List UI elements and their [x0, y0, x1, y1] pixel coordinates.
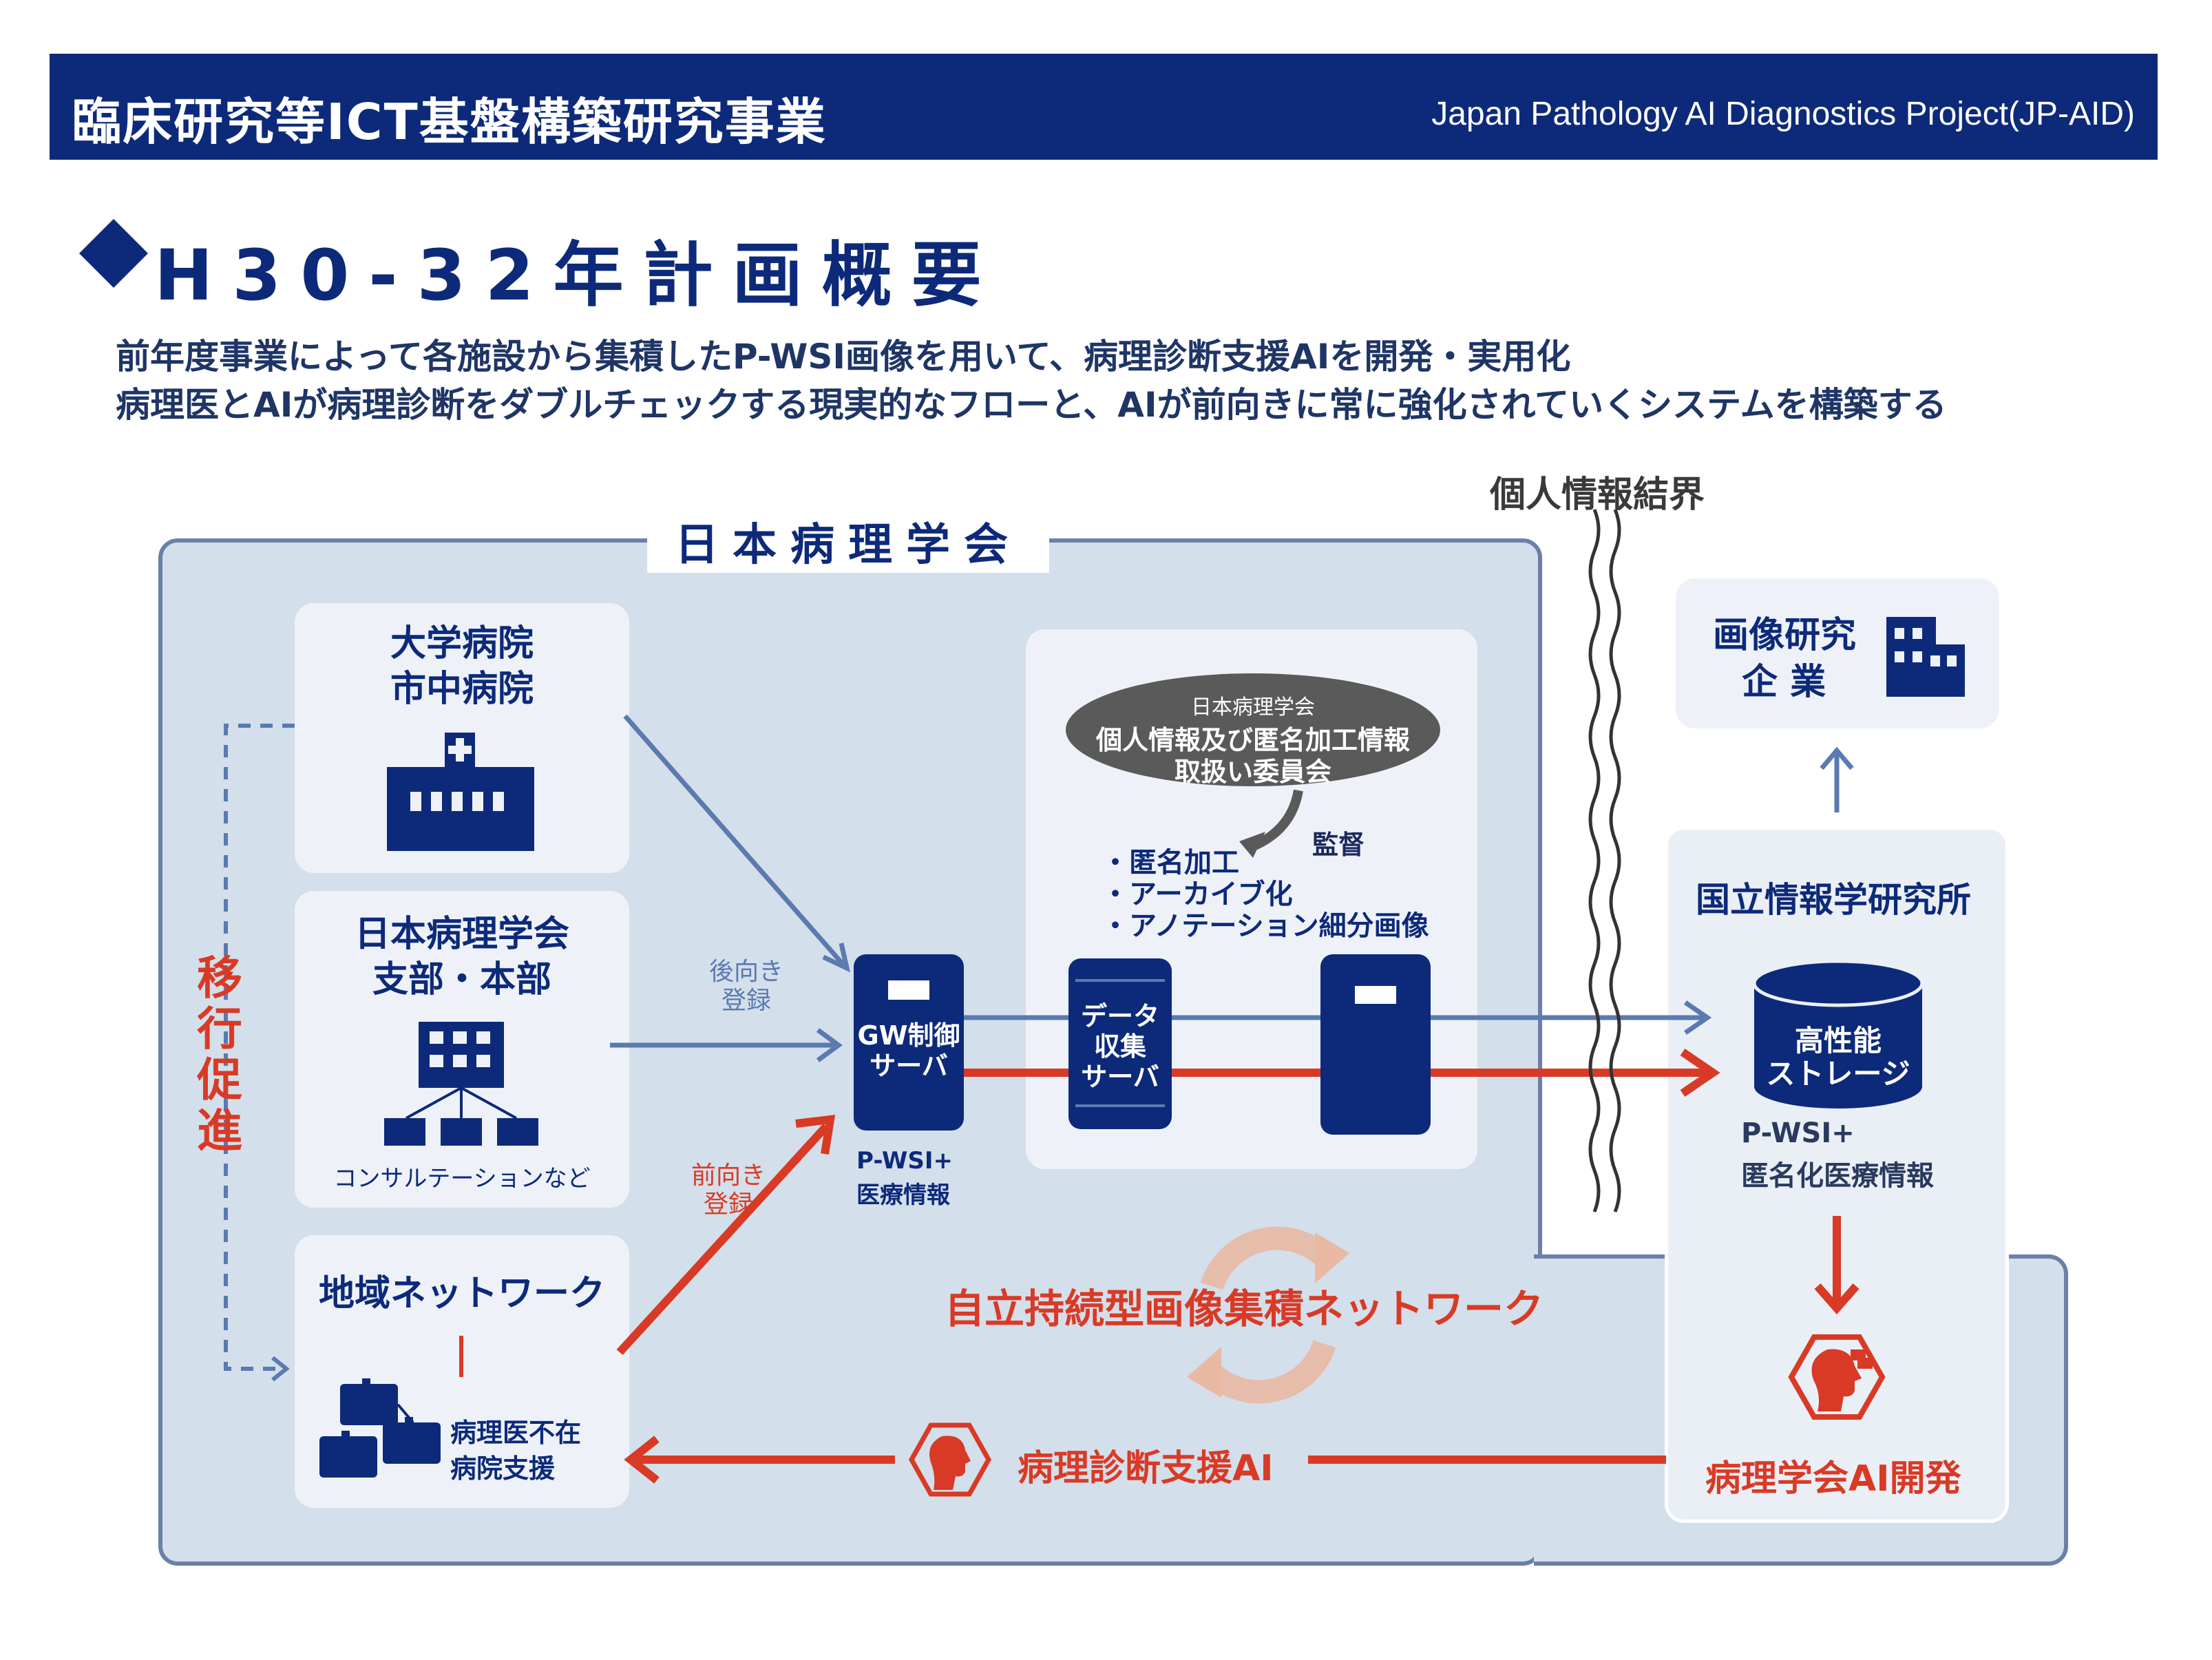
medical-kit-icon — [319, 1378, 441, 1478]
committee-ellipse — [1066, 673, 1440, 786]
backward-label-2: 登録 — [721, 987, 772, 1015]
forward-label-1: 前向き — [691, 1162, 766, 1190]
storage-caption-2: 匿名化医療情報 — [1741, 1160, 1934, 1192]
up-arrow — [1820, 746, 1854, 812]
network-label: 自立持続型画像集積ネットワーク — [945, 1285, 1544, 1332]
gw-caption-2: 医療情報 — [856, 1181, 950, 1209]
promotion-bracket — [224, 724, 295, 1371]
gw-line-2: サーバ — [870, 1051, 948, 1081]
promotion-label: 移 行 促 進 — [197, 952, 242, 1157]
ai-return-arrow — [624, 1436, 1666, 1484]
regional-line-2: 病院支援 — [450, 1453, 556, 1484]
branch-line-2: 支部・本部 — [372, 959, 551, 1000]
forward-label-2: 登録 — [704, 1190, 754, 1219]
ai-support-label: 病理診断支援AI — [1018, 1448, 1274, 1489]
processing-item-3: ・アノテーション細分画像 — [1102, 910, 1429, 942]
company-line-2: 企 業 — [1742, 662, 1826, 703]
hospital-line-2: 市中病院 — [390, 669, 534, 710]
gw-server: GW制御 サーバ — [854, 954, 964, 1131]
collection-server: データ 収集 サーバ — [1068, 958, 1172, 1129]
backward-arrows — [610, 714, 850, 1062]
nii-title: 国立情報学研究所 — [1696, 880, 1971, 920]
storage-caption-1: P-WSI+ — [1741, 1117, 1855, 1149]
society-label: 日本病理学会 — [647, 509, 1049, 573]
boundary-wall — [1588, 509, 1621, 1212]
storage-gateway-server — [1320, 954, 1431, 1135]
storage-line-1: 高性能 — [1794, 1024, 1882, 1058]
lead-line-2: 病理医とAIが病理診断をダブルチェックする現実的なフローと、AIが前向きに常に強… — [116, 385, 1947, 425]
header-subtitle: Japan Pathology AI Diagnostics Project(J… — [1431, 96, 2135, 132]
backward-label-1: 後向き — [709, 958, 784, 986]
building-icon — [1886, 617, 1965, 697]
collection-line-1: データ — [1080, 1001, 1159, 1031]
section-title: H30-32年計画概要 — [154, 235, 1001, 317]
header-bar — [50, 54, 2158, 160]
gw-line-1: GW制御 — [857, 1020, 960, 1051]
org-chart-icon — [384, 1022, 538, 1146]
regional-line-1: 病理医不在 — [450, 1418, 582, 1448]
ai-dev-label: 病理学会AI開発 — [1705, 1458, 1961, 1500]
forward-arrow — [616, 1115, 836, 1356]
gw-caption-1: P-WSI+ — [856, 1147, 954, 1175]
branch-line-1: 日本病理学会 — [354, 914, 569, 955]
committee-line-3: 取扱い委員会 — [1174, 757, 1331, 787]
boundary-label: 個人情報結界 — [1490, 474, 1705, 516]
header-title: 臨床研究等ICT基盤構築研究事業 — [72, 93, 827, 151]
collection-line-3: サーバ — [1081, 1062, 1159, 1092]
ai-head-icon — [1788, 1334, 1886, 1420]
committee-line-1: 日本病理学会 — [1191, 695, 1315, 719]
committee-line-2: 個人情報及び匿名加工情報 — [1095, 725, 1410, 755]
processing-item-2: ・アーカイブ化 — [1102, 879, 1293, 910]
down-arrow — [1814, 1216, 1860, 1315]
collection-line-2: 収集 — [1093, 1031, 1146, 1062]
company-line-1: 画像研究 — [1713, 615, 1857, 656]
ai-support-icon — [908, 1422, 992, 1497]
processing-item-1: ・匿名加工 — [1102, 847, 1239, 879]
hospital-icon — [387, 733, 534, 851]
hospital-line-1: 大学病院 — [390, 623, 534, 664]
cycle-icon — [1200, 1226, 1336, 1404]
supervision-label: 監督 — [1312, 830, 1365, 860]
branch-caption: コンサルテーションなど — [333, 1165, 591, 1193]
regional-title: 地域ネットワーク — [318, 1273, 605, 1314]
storage-line-2: ストレージ — [1766, 1057, 1910, 1091]
lead-line-1: 前年度事業によって各施設から集積したP-WSI画像を用いて、病理診断支援AIを開… — [116, 337, 1571, 377]
database-icon — [1752, 959, 1924, 1109]
